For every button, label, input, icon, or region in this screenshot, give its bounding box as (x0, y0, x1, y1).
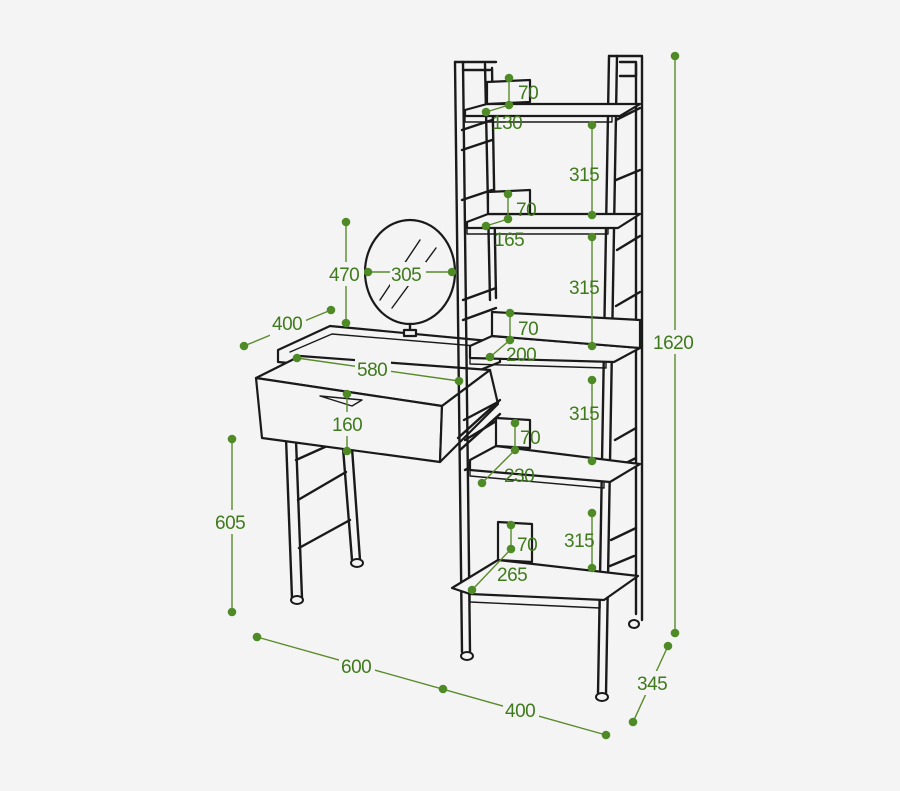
dim-label-shelf-5-lip: 70 (517, 535, 537, 556)
desk-front-left-leg (284, 436, 352, 605)
vanity-desk (254, 218, 502, 605)
dim-label-drawer-height: 160 (332, 415, 362, 436)
dim-label-total-height: 1620 (653, 333, 693, 354)
dim-label-shelf-gap-1: 315 (569, 165, 599, 186)
dim-label-shelf-gap-4: 315 (564, 531, 594, 552)
shelf-3 (468, 310, 642, 369)
dim-label-desk-depth: 400 (272, 314, 302, 335)
shelf-4 (468, 416, 642, 489)
dim-label-desk-width: 600 (341, 657, 371, 678)
dim-label-shelf-4-depth: 230 (504, 466, 534, 487)
dim-label-shelf-gap-2: 315 (569, 278, 599, 299)
dim-label-mirror-height: 470 (329, 265, 359, 286)
dim-label-shelf-depth: 345 (637, 674, 667, 695)
shelf-5 (450, 520, 640, 609)
dim-label-shelf-width: 400 (505, 701, 535, 722)
dim-label-shelf-1-lip: 70 (518, 83, 538, 104)
dim-label-drawer-width: 580 (357, 360, 387, 381)
dim-label-desk-height: 605 (215, 513, 245, 534)
dim-label-shelf-2-depth: 165 (494, 230, 524, 251)
dim-label-shelf-2-lip: 70 (516, 200, 536, 221)
dim-label-shelf-3-depth: 200 (506, 345, 536, 366)
dim-label-shelf-1-depth: 130 (492, 113, 522, 134)
dim-label-shelf-4-lip: 70 (520, 428, 540, 449)
dim-label-shelf-3-lip: 70 (518, 319, 538, 340)
dim-label-shelf-5-depth: 265 (497, 565, 527, 586)
dim-label-mirror-diameter: 305 (391, 265, 421, 286)
dimension-labels: 1620 345 600 400 400 605 580 160 470 305… (214, 83, 697, 722)
dim-label-shelf-gap-3: 315 (569, 404, 599, 425)
desk-back-legs (341, 446, 364, 568)
